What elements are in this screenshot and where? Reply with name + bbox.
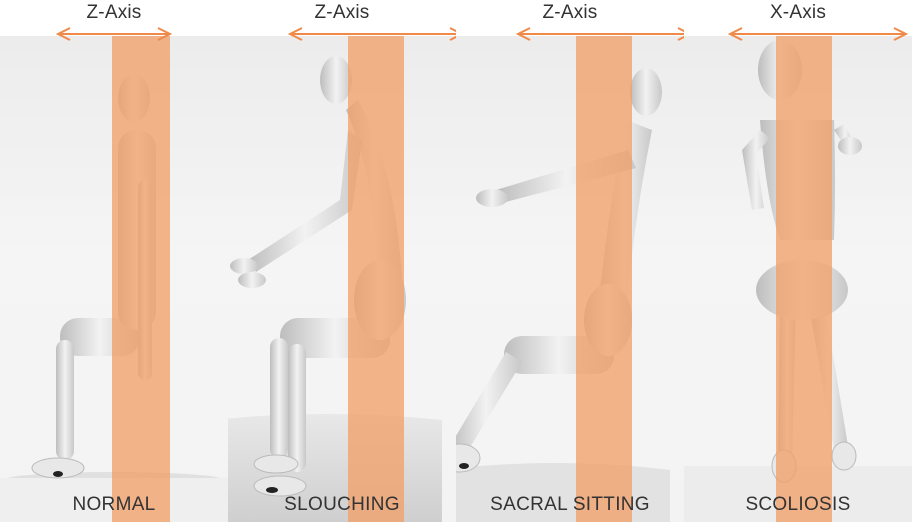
axis-label: X-Axis — [684, 2, 912, 24]
axis-label: Z-Axis — [228, 2, 456, 24]
double-arrow-icon — [684, 24, 912, 44]
double-arrow-icon — [228, 24, 456, 44]
posture-label: SACRAL SITTING — [456, 494, 684, 516]
panel-scoliosis: X-Axis SCOLIOSIS — [684, 0, 912, 522]
axis-label: Z-Axis — [456, 2, 684, 24]
double-arrow-icon — [0, 24, 228, 44]
x-axis-band — [684, 0, 912, 522]
z-axis-band — [0, 0, 228, 522]
z-axis-band — [456, 0, 684, 522]
z-axis-band — [228, 0, 456, 522]
posture-label: SCOLIOSIS — [684, 494, 912, 516]
panel-sacral-sitting: Z-Axis SACRAL SITTING — [456, 0, 684, 522]
panel-normal: Z-Axis NORMAL — [0, 0, 228, 522]
double-arrow-icon — [456, 24, 684, 44]
axis-label: Z-Axis — [0, 2, 228, 24]
panel-slouching: Z-Axis SLOUCHING — [228, 0, 456, 522]
posture-label: NORMAL — [0, 494, 228, 516]
posture-label: SLOUCHING — [228, 494, 456, 516]
